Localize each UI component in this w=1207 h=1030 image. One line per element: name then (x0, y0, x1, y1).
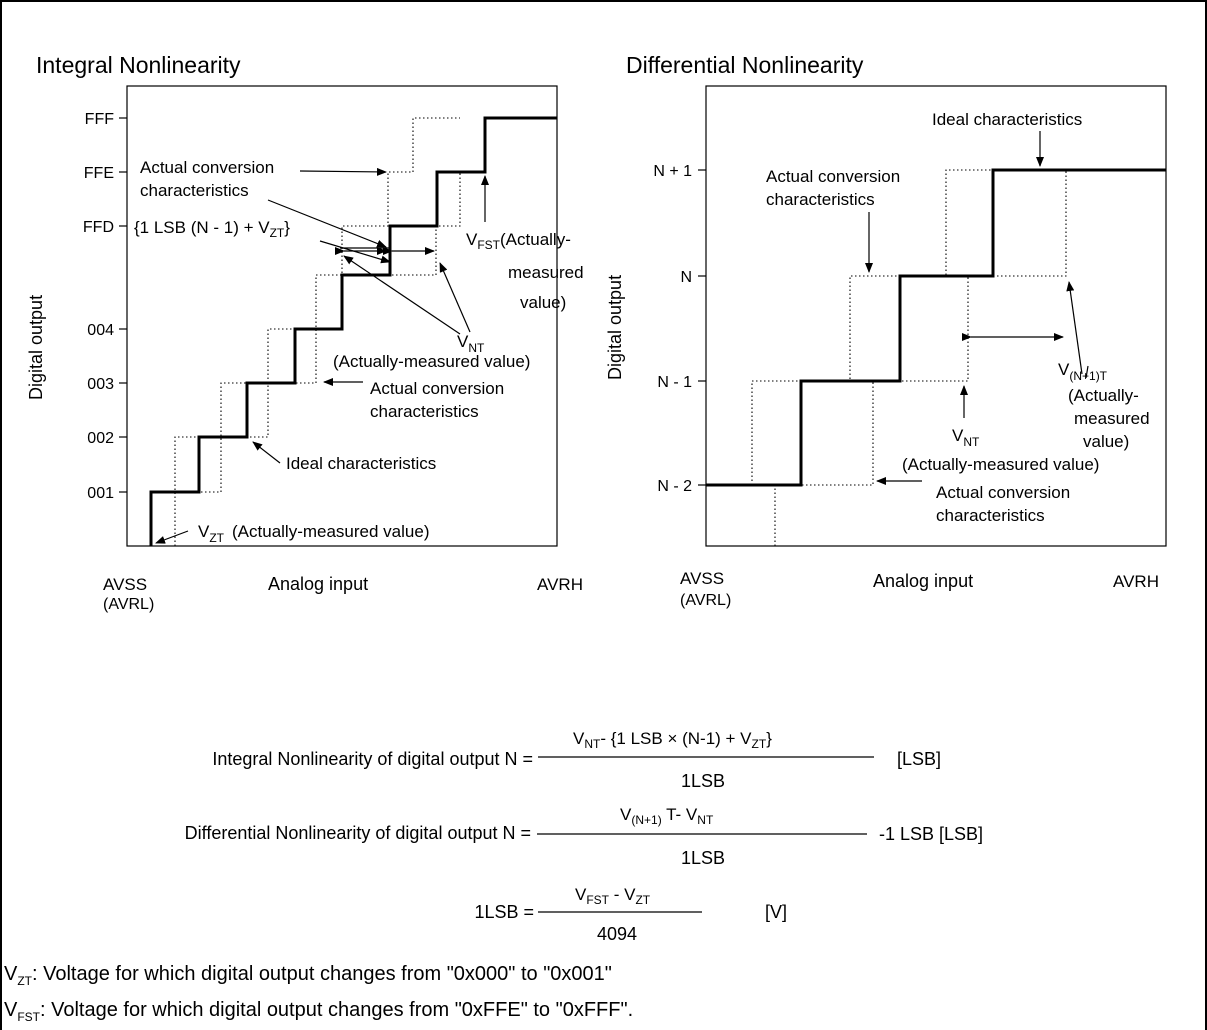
left-y-tick-label: FFD (83, 219, 114, 236)
right-actual-bot-label: characteristics (936, 506, 1045, 525)
arrow (1066, 281, 1083, 375)
right-plot-area (705, 85, 1167, 547)
left-x-min-label: AVSS (103, 575, 147, 594)
right-vn1t-label: V(N+1)T (1058, 360, 1108, 383)
inl-formula-unit: [LSB] (897, 749, 941, 769)
left-vfst-label: value) (520, 293, 566, 312)
right-y-tick-label: N (680, 269, 692, 286)
right-chart-title: Differential Nonlinearity (626, 52, 864, 78)
formula-lsb: 1LSB = VFST - VZT 4094 [V] (474, 885, 787, 944)
left-y-tick-label: FFF (85, 111, 115, 128)
lsb-formula-numerator: VFST - VZT (575, 885, 651, 907)
left-vnt-label: (Actually-measured value) (333, 352, 530, 371)
arrow (267, 199, 387, 248)
right-ideal-staircase (751, 169, 1066, 485)
right-y-tick-label: N + 1 (653, 163, 692, 180)
formula-differential: Differential Nonlinearity of digital out… (185, 805, 983, 868)
differential-nonlinearity-chart: Differential Nonlinearity Digital output… (605, 52, 1167, 609)
right-x-axis-label: Analog input (873, 571, 973, 591)
inl-formula-denominator: 1LSB (681, 771, 725, 791)
lsb-formula-unit: [V] (765, 902, 787, 922)
right-actual-top-label: characteristics (766, 190, 875, 209)
left-actual-staircase (149, 116, 557, 546)
lsb-formula-denominator: 4094 (597, 924, 637, 944)
inl-formula-label: Integral Nonlinearity of digital output … (212, 749, 533, 769)
arrow (343, 255, 461, 335)
lsb-formula-label: 1LSB = (474, 902, 534, 922)
right-x-min-label: (AVRL) (680, 592, 731, 609)
left-vzt-label: VZT(Actually-measured value) (198, 522, 429, 545)
left-plot-area (126, 85, 558, 547)
formula-integral: Integral Nonlinearity of digital output … (212, 729, 941, 791)
left-vnt-label: VNT (457, 332, 485, 355)
right-vnt-label: (Actually-measured value) (902, 455, 1099, 474)
right-actual-top-label: Actual conversion (766, 167, 900, 186)
right-ideal-label: Ideal characteristics (932, 110, 1082, 129)
arrow (252, 441, 281, 464)
left-chart-title: Integral Nonlinearity (36, 52, 241, 78)
integral-nonlinearity-chart: Integral Nonlinearity Digital output FFF… (26, 52, 584, 613)
left-y-axis-label: Digital output (26, 295, 46, 400)
left-ideal-label: Ideal characteristics (286, 454, 436, 473)
arrow (155, 530, 189, 544)
right-vn1t-label: measured (1074, 409, 1150, 428)
left-vfst-label: measured (508, 263, 584, 282)
left-y-tick-label: 002 (87, 430, 114, 447)
arrow (1085, 365, 1089, 379)
left-x-axis-label: Analog input (268, 574, 368, 594)
left-reference-staircase (174, 171, 485, 546)
left-y-tick-label: 003 (87, 376, 114, 393)
left-y-ticks (119, 117, 127, 493)
left-actual-mid-label: Actual conversion (370, 379, 504, 398)
right-y-axis-label: Digital output (605, 275, 625, 380)
left-formula-label: {1 LSB (N - 1) + VZT} (134, 218, 290, 240)
arrow (299, 167, 387, 176)
right-actual-staircase (706, 168, 1166, 487)
left-x-min-label: (AVRL) (103, 596, 154, 613)
right-y-tick-label: N - 1 (657, 374, 692, 391)
right-vn1t-label: (Actually- (1068, 386, 1139, 405)
note-vzt: VZT: Voltage for which digital output ch… (4, 963, 612, 988)
right-vn1t-label: value) (1083, 432, 1129, 451)
left-y-tick-label: 004 (87, 322, 114, 339)
inl-formula-numerator: VNT- {1 LSB × (N-1) + VZT} (573, 729, 772, 751)
left-vfst-label: VFST(Actually- (466, 230, 571, 252)
dnl-formula-denominator: 1LSB (681, 848, 725, 868)
right-y-ticks (698, 169, 706, 486)
left-y-tick-label: 001 (87, 485, 114, 502)
right-x-min-label: AVSS (680, 569, 724, 588)
dnl-formula-numerator: V(N+1) T- VNT (620, 805, 714, 827)
right-x-max-label: AVRH (1113, 572, 1159, 591)
left-actual-top-label: Actual conversion (140, 158, 274, 177)
left-actual-top-label: characteristics (140, 181, 249, 200)
right-actual-bot-label: Actual conversion (936, 483, 1070, 502)
dnl-formula-label: Differential Nonlinearity of digital out… (185, 823, 531, 843)
left-actual-mid-label: characteristics (370, 402, 479, 421)
dnl-formula-unit: -1 LSB [LSB] (879, 824, 983, 844)
right-y-tick-label: N - 2 (657, 478, 692, 495)
left-y-tick-label: FFE (84, 165, 114, 182)
note-vfst: VFST: Voltage for which digital output c… (4, 999, 633, 1024)
left-x-max-label: AVRH (537, 575, 583, 594)
right-vnt-label: VNT (952, 426, 980, 449)
arrow (439, 262, 471, 333)
